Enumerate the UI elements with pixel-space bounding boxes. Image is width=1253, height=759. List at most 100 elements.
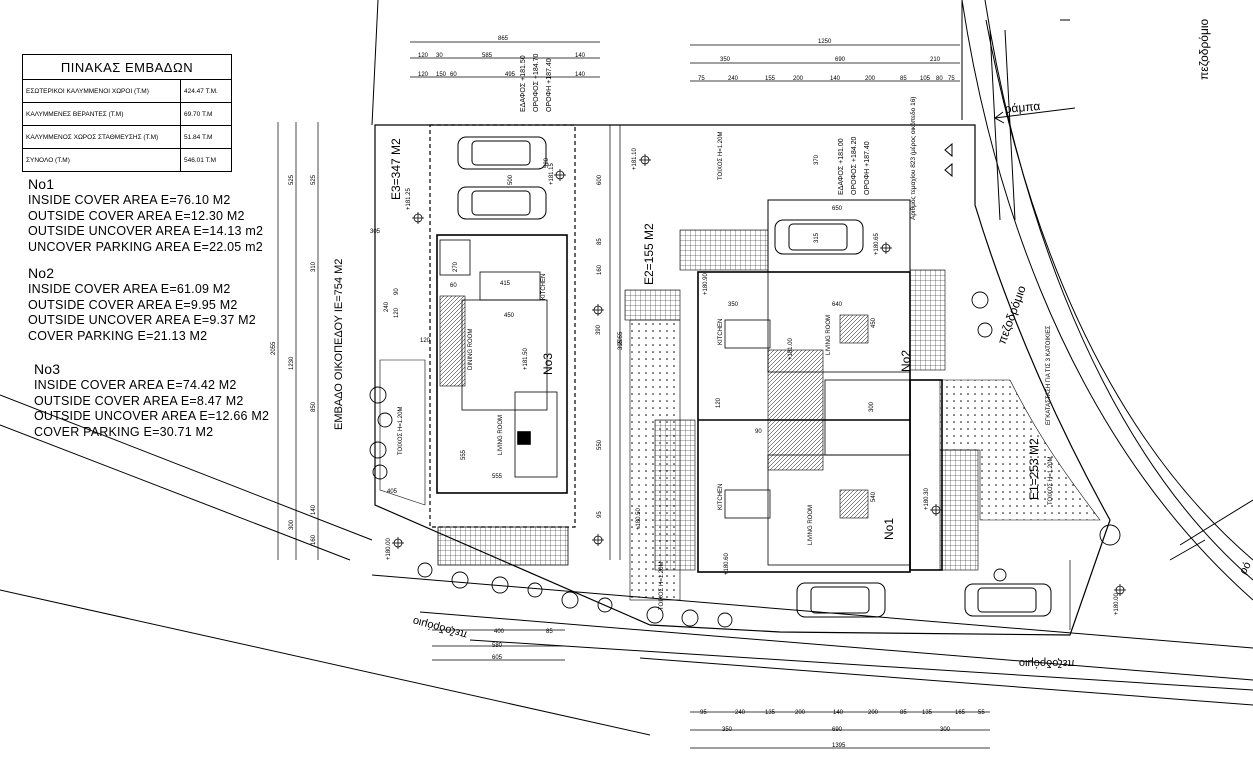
label-dining-room-no3: DINING ROOM [468, 329, 474, 370]
parked-cars [457, 136, 1052, 618]
dim-bottom-right-8: 165 [955, 710, 966, 716]
garden-dots [379, 319, 1101, 601]
area-table-title: ΠΙΝΑΚΑΣ ΕΜΒΑΔΩΝ [22, 54, 232, 80]
dim-mid-4: 95 [597, 511, 603, 518]
dim-bottom-right-2: 135 [765, 710, 776, 716]
spot-level-3: +180.65 [874, 232, 880, 255]
dim-left-2: 1230 [289, 356, 295, 370]
label-e1: E1=253 M2 [1027, 438, 1041, 500]
spot-level-5: +181.00 [788, 337, 794, 360]
dim-left-0: 2055 [271, 341, 277, 355]
label-kitchen-no1: KITCHEN [718, 484, 724, 510]
dim-top-right-11: 105 [920, 76, 931, 82]
dim-top-left-2: 585 [482, 53, 493, 59]
dim-left-h-3: 555 [492, 474, 503, 480]
dim-left-11: 90 [394, 288, 400, 295]
dim-mid-3: 160 [597, 264, 603, 275]
dim-right-7: 370 [814, 154, 820, 165]
dim-top-right-12: 80 [936, 76, 943, 82]
dim-bottom-right-6: 85 [900, 710, 907, 716]
dim-bottom-right-3: 200 [795, 710, 806, 716]
dim-top-left-4: 120 [418, 72, 429, 78]
label-kitchen-no3: KITCHEN [541, 274, 547, 300]
label-wall-note-right: ΤΟΙΧΟΣ Η=1.20Μ [1048, 457, 1054, 505]
dim-left-9: 240 [384, 301, 390, 312]
label-e2: E2=155 M2 [642, 223, 656, 285]
unit-line: INSIDE COVER AREA E=61.09 M2 [28, 282, 231, 296]
table-row: ΣΥΝΟΛΟ (Τ.Μ)546.01 Τ.Μ [22, 148, 232, 172]
dim-bottom-right-13: 1395 [832, 743, 846, 749]
dim-top-left-5: 150 [436, 72, 447, 78]
unit-line: INSIDE COVER AREA E=74.42 M2 [34, 378, 237, 392]
unit-heading: No1 [28, 176, 55, 192]
dim-bottom-right-1: 240 [735, 710, 746, 716]
dim-bottom-left-1: 85 [546, 629, 553, 635]
area-row-value: 424.47 Τ.Μ. [180, 79, 232, 103]
label-unit-no1: No1 [882, 518, 896, 540]
dim-top-right-5: 240 [728, 76, 739, 82]
label-wall-note-bottom: ΤΟΙΧΟΣ Η=1.20Μ [659, 562, 665, 610]
label-road-top: πεζοδρόμιο [1197, 18, 1211, 80]
unit-line: UNCOVER PARKING AREA E=22.05 m2 [28, 239, 263, 254]
area-row-value: 51.84 Τ.Μ [180, 125, 232, 149]
label-unit-no2: No2 [899, 350, 913, 372]
dim-bottom-right-0: 95 [700, 710, 707, 716]
dim-mid-2: 550 [597, 439, 603, 450]
ramp-arrow [944, 107, 1076, 178]
label-bins-note: ΕΓΚΑΤΑΣΤΑΣΗ ΓΙΑ ΤΙΣ 3 ΚΑΤΟΙΚΙΕΣ [1046, 325, 1052, 425]
paving [624, 229, 979, 571]
dim-right-3: 315 [814, 232, 820, 243]
dim-bottom-right-11: 690 [832, 727, 843, 733]
label-plot-area: ΕΜΒΑΔΟ ΟΙΚΟΠΕΔΟΥ IE=754 M2 [333, 259, 345, 430]
label-living-room-no2: LIVING ROOM [826, 315, 832, 355]
label-road-corner: ρό [1237, 560, 1253, 577]
level-b-1: ΟΡΟΦΟΣ +184.20 [851, 137, 858, 195]
spot-level-8: +180.50 [636, 507, 642, 530]
label-parcel-note: Αριθμός τεμαχίου 823 (μέρος οικόπεδο 16) [909, 97, 917, 220]
unit-line: INSIDE COVER AREA E=76.10 M2 [28, 193, 231, 207]
area-row-label: ΕΣΩΤΕΡΙΚΟΙ ΚΑΛΥΜΜΕΝΟΙ ΧΩΡΟΙ (Τ.Μ) [22, 79, 181, 103]
dim-top-right-9: 200 [865, 76, 876, 82]
label-unit-no3: No3 [541, 353, 555, 375]
dim-mid-10: 520 [544, 157, 550, 168]
dim-top-left-6: 495 [505, 72, 516, 78]
level-a-1: ΟΡΟΦΟΣ +184.70 [533, 54, 540, 112]
label-living-room-no3: LIVING ROOM [498, 415, 504, 455]
dim-left-10: 120 [394, 307, 400, 318]
dim-bottom-right-12: 300 [940, 727, 951, 733]
dim-bottom-right-5: 200 [868, 710, 879, 716]
label-ramp: ράμπα [1004, 99, 1041, 116]
dim-left-h-1: 405 [387, 489, 398, 495]
dim-left-h-5: 270 [453, 261, 459, 272]
dim-bottom-right-4: 140 [833, 710, 844, 716]
dim-top-right-6: 155 [765, 76, 776, 82]
dim-mid-7: 2055 [618, 331, 624, 345]
dim-bottom-right-7: 135 [922, 710, 933, 716]
dim-left-h-0: 305 [370, 229, 381, 235]
area-row-label: ΚΑΛΥΜΜΕΝΟΣ ΧΩΡΟΣ ΣΤΑΘΜΕΥΣΗΣ (Τ.Μ) [22, 125, 181, 149]
unit-heading: No2 [28, 265, 55, 281]
dim-top-right-3: 210 [930, 57, 941, 63]
unit-no1-areas: No1 INSIDE COVER AREA E=76.10 M2 OUTSIDE… [28, 176, 263, 255]
level-a-0: ΕΔΑΦΟΣ +181.50 [520, 55, 527, 112]
dim-right-5: 300 [869, 401, 875, 412]
dim-top-left-1: 120 [418, 53, 429, 59]
dim-top-left-9: 60 [450, 72, 457, 78]
table-row: ΕΣΩΤΕΡΙΚΟΙ ΚΑΛΥΜΜΕΝΟΙ ΧΩΡΟΙ (Τ.Μ)424.47 … [22, 79, 232, 103]
dim-mid-9: 500 [508, 174, 514, 185]
area-row-value: 546.01 Τ.Μ [180, 148, 232, 172]
unit-line: OUTSIDE UNCOVER AREA E=12.66 M2 [34, 409, 270, 423]
level-markers [392, 154, 1126, 596]
unit-line: OUTSIDE COVER AREA E=12.30 M2 [28, 208, 245, 223]
dim-right-9: 90 [755, 429, 762, 435]
dim-right-4: 350 [728, 302, 739, 308]
unit-line: COVER PARKING E=30.71 M2 [34, 424, 214, 439]
label-wall-note-top: ΤΟΙΧΟΣ Η=1.20Μ [718, 132, 724, 180]
unit-no2-areas: No2 INSIDE COVER AREA E=61.09 M2 OUTSIDE… [28, 265, 256, 344]
dim-mid-1: 555 [461, 449, 467, 460]
plot-boundary [374, 124, 1111, 636]
area-row-value: 69.70 Τ.Μ [180, 102, 232, 126]
area-row-label: ΚΑΛΥΜΜΕΝΕΣ ΒΕΡΑΝΤΕΣ (Τ.Μ) [22, 102, 181, 126]
level-a-2: ΟΡΟΦΗ +187.40 [546, 58, 553, 112]
